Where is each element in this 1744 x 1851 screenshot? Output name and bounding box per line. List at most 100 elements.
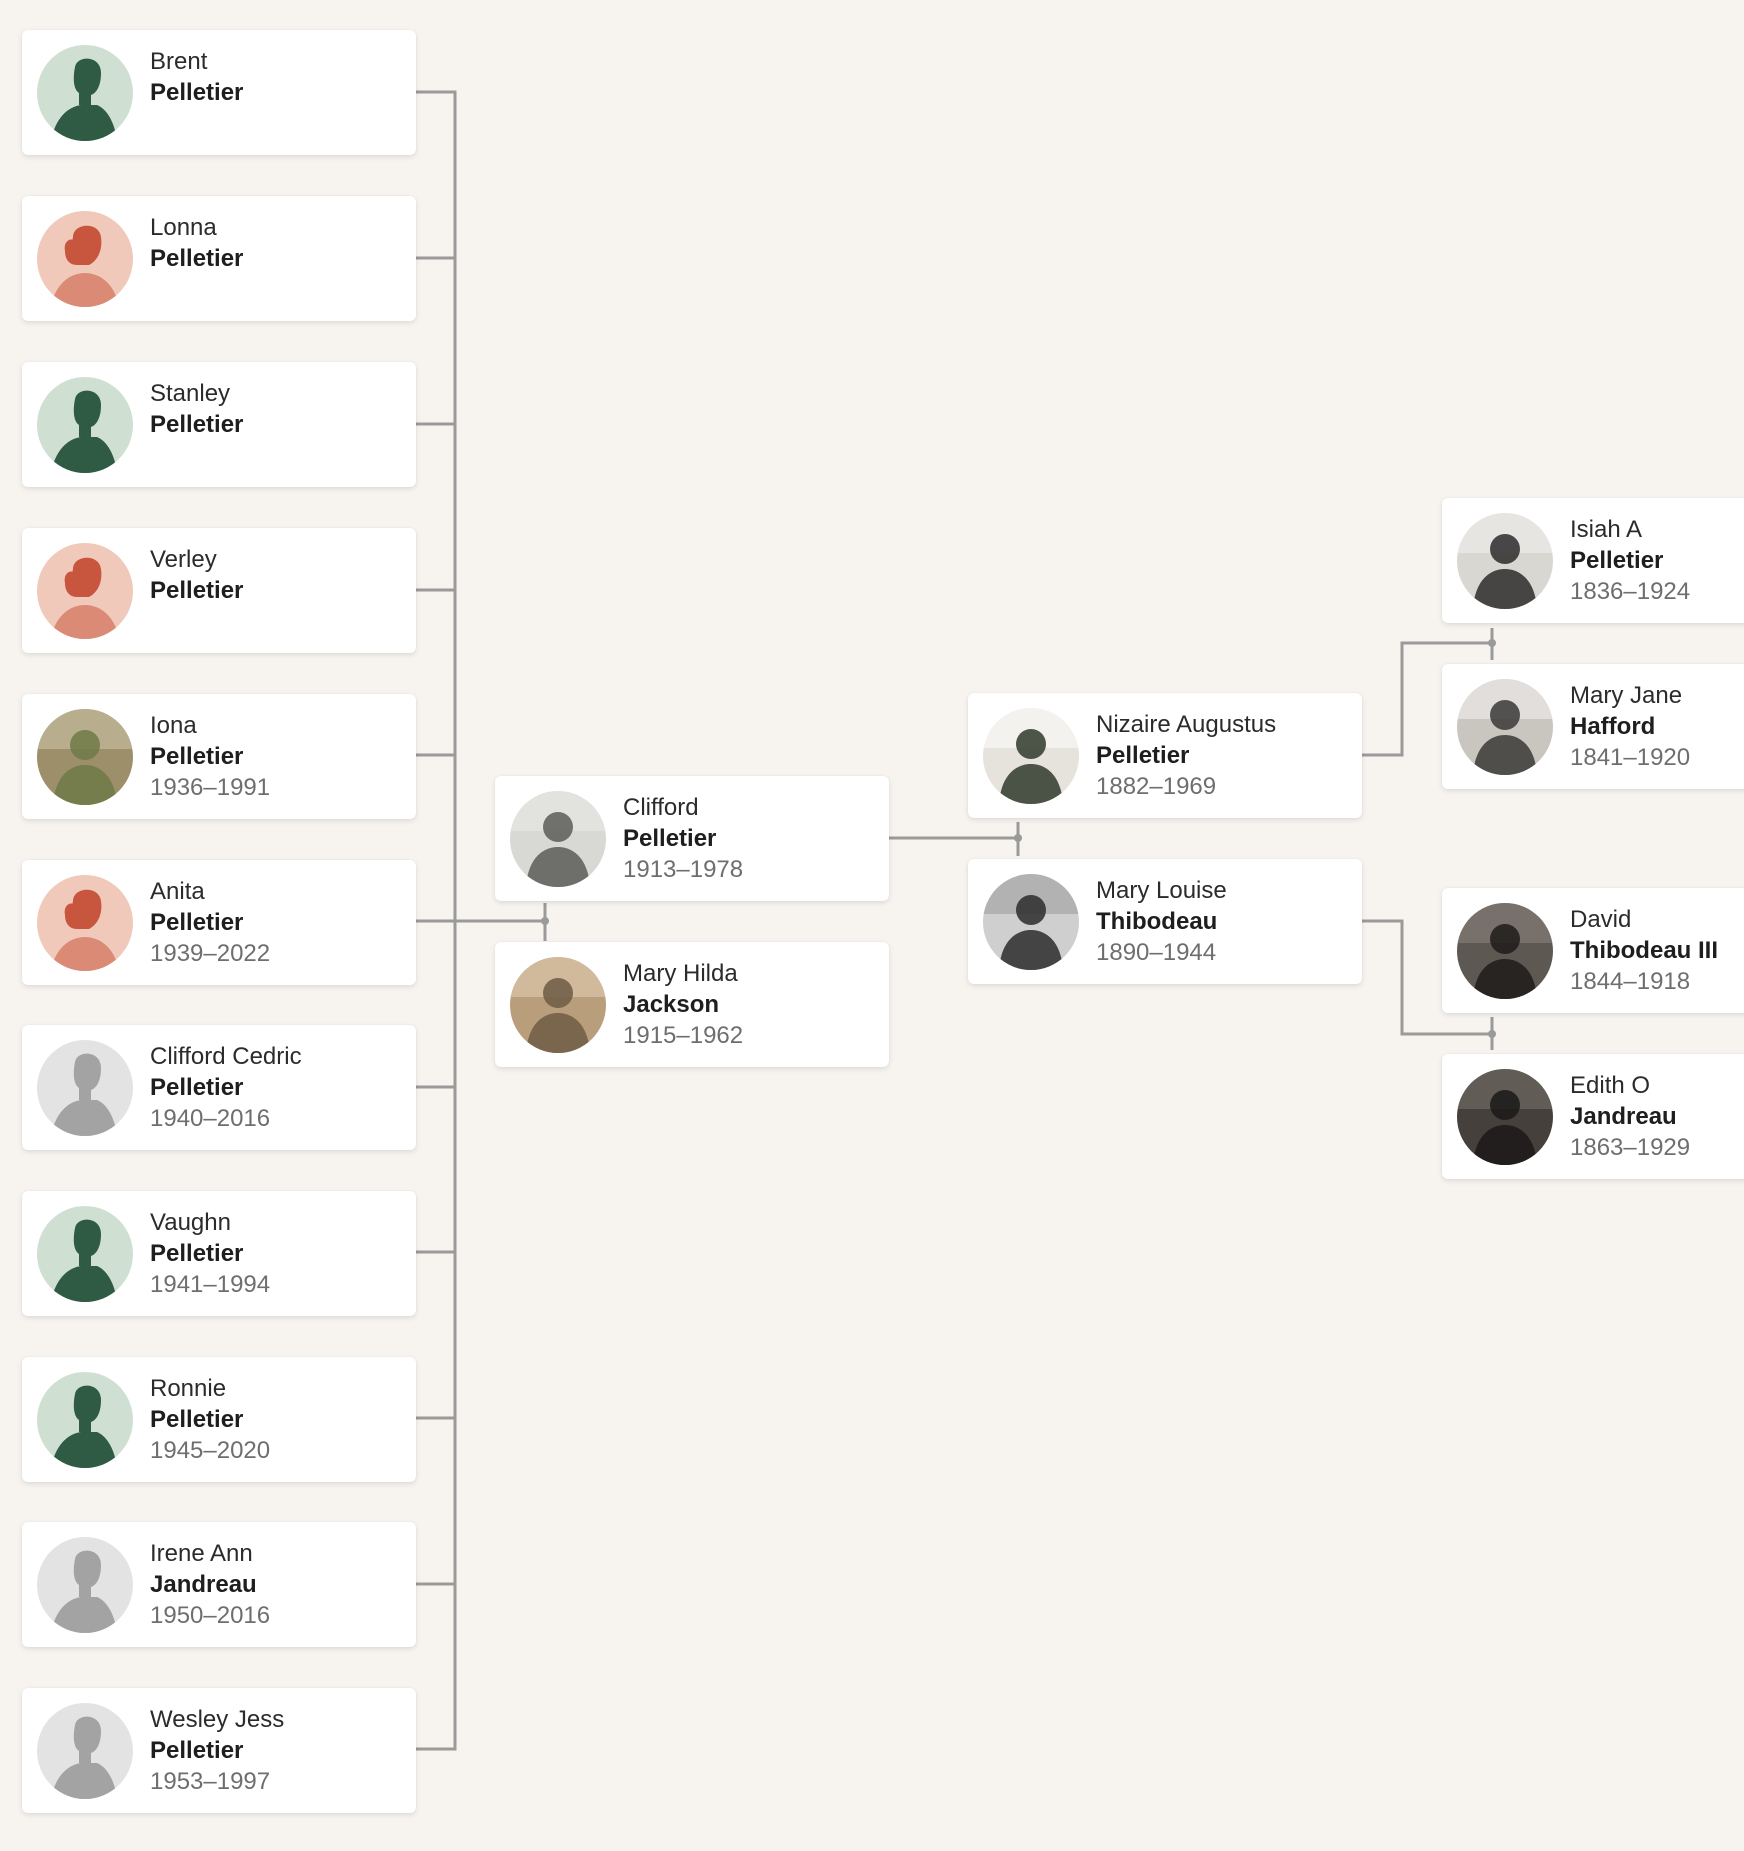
surname: Pelletier [150, 1406, 244, 1433]
avatar-male-silhouette-icon[interactable] [37, 377, 133, 473]
avatar-unknown-silhouette-icon[interactable] [37, 1040, 133, 1136]
surname: Pelletier [623, 825, 717, 852]
surname: Pelletier [1570, 547, 1664, 574]
avatar-male-silhouette-icon[interactable] [37, 1206, 133, 1302]
surname: Jandreau [150, 1571, 257, 1598]
given-name: Brent [150, 48, 208, 75]
person-photo[interactable] [37, 709, 133, 805]
given-name: Mary Louise [1096, 877, 1227, 904]
given-name: Wesley Jess [150, 1706, 285, 1733]
avatar-male-silhouette-icon[interactable] [37, 45, 133, 141]
person-photo[interactable] [983, 708, 1079, 804]
life-dates: 1940–2016 [150, 1105, 271, 1132]
surname: Pelletier [150, 1737, 244, 1764]
surname: Pelletier [150, 245, 244, 272]
avatar-unknown-silhouette-icon[interactable] [37, 1703, 133, 1799]
life-dates: 1890–1944 [1096, 939, 1217, 966]
life-dates: 1841–1920 [1570, 744, 1691, 771]
surname: Pelletier [150, 577, 244, 604]
person-photo[interactable] [510, 957, 606, 1053]
given-name: Vaughn [150, 1209, 231, 1236]
person-photo[interactable] [1457, 1069, 1553, 1165]
person-card-isiah[interactable]: Isiah A Pelletier 1836–1924 [1442, 498, 1744, 623]
life-dates: 1915–1962 [623, 1022, 744, 1049]
avatar-female-silhouette-icon[interactable] [37, 211, 133, 307]
given-name: Verley [150, 546, 217, 573]
life-dates: 1863–1929 [1570, 1134, 1691, 1161]
person-photo[interactable] [1457, 679, 1553, 775]
given-name: Nizaire Augustus [1096, 711, 1277, 738]
person-card-edith[interactable]: Edith O Jandreau 1863–1929 [1442, 1054, 1744, 1179]
person-name-block: Isiah A Pelletier 1836–1924 [1570, 514, 1744, 607]
given-name: Anita [150, 878, 205, 905]
given-name: Mary Hilda [623, 960, 738, 987]
person-photo[interactable] [1457, 513, 1553, 609]
given-name: Lonna [150, 214, 217, 241]
given-name: Clifford [623, 794, 699, 821]
given-name: Edith O [1570, 1072, 1651, 1099]
surname: Pelletier [150, 1240, 244, 1267]
person-photo[interactable] [510, 791, 606, 887]
given-name: Iona [150, 712, 197, 739]
life-dates: 1836–1924 [1570, 578, 1691, 605]
avatar-unknown-silhouette-icon[interactable] [37, 1537, 133, 1633]
surname: Thibodeau III [1570, 937, 1718, 964]
surname: Hafford [1570, 713, 1656, 740]
surname: Pelletier [150, 79, 244, 106]
surname: Pelletier [1096, 742, 1190, 769]
surname: Jandreau [1570, 1103, 1677, 1130]
given-name: Isiah A [1570, 516, 1643, 543]
person-photo[interactable] [983, 874, 1079, 970]
surname: Pelletier [150, 411, 244, 438]
surname: Jackson [623, 991, 720, 1018]
given-name: Irene Ann [150, 1540, 253, 1567]
life-dates: 1882–1969 [1096, 773, 1217, 800]
life-dates: 1939–2022 [150, 940, 271, 967]
avatar-female-silhouette-icon[interactable] [37, 875, 133, 971]
given-name: Stanley [150, 380, 231, 407]
avatar-female-silhouette-icon[interactable] [37, 543, 133, 639]
given-name: Clifford Cedric [150, 1043, 302, 1070]
life-dates: 1913–1978 [623, 856, 744, 883]
life-dates: 1953–1997 [150, 1768, 271, 1795]
life-dates: 1844–1918 [1570, 968, 1691, 995]
avatar-male-silhouette-icon[interactable] [37, 1372, 133, 1468]
life-dates: 1941–1994 [150, 1271, 271, 1298]
person-photo[interactable] [1457, 903, 1553, 999]
life-dates: 1936–1991 [150, 774, 271, 801]
